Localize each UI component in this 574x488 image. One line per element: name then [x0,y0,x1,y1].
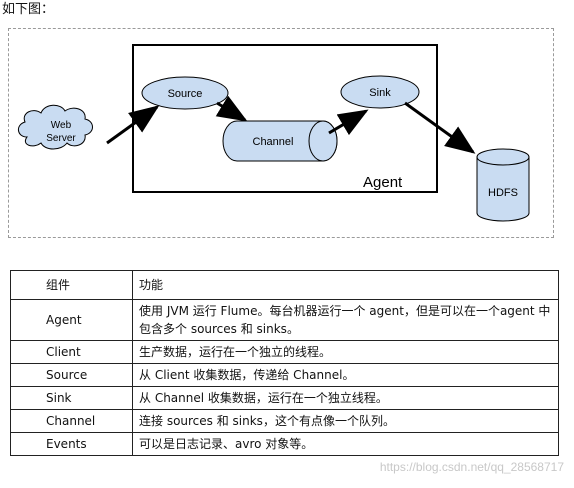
web-server-cloud: Web Server [18,104,93,150]
sink-node: Sink [340,75,420,109]
component-name: Events [10,432,133,456]
component-description: 使用 JVM 运行 Flume。每台机器运行一个 agent，但是可以在一个ag… [132,299,559,341]
table-row: Events 可以是日志记录、avro 对象等。 [10,432,559,456]
table-row: Source 从 Client 收集数据，传递给 Channel。 [10,363,559,387]
web-server-label-line2: Server [46,133,76,144]
diagram-canvas: Agent Web Server Source Channel Sink HDF [18,44,530,222]
component-name: Channel [10,409,133,433]
component-description: 从 Client 收集数据，传递给 Channel。 [132,363,559,387]
channel-node: Channel [222,120,338,162]
component-description: 从 Channel 收集数据，运行在一个独立线程。 [132,386,559,410]
hdfs-node: HDFS [476,148,530,222]
header-function: 功能 [132,270,559,300]
arrow-channel-to-sink [328,109,369,136]
component-description: 生产数据，运行在一个独立的线程。 [132,340,559,364]
component-description: 可以是日志记录、avro 对象等。 [132,432,559,456]
table-row: Agent 使用 JVM 运行 Flume。每台机器运行一个 agent，但是可… [10,299,559,341]
sink-label: Sink [369,87,391,99]
component-description: 连接 sources 和 sinks，这个有点像一个队列。 [132,409,559,433]
arrow-source-to-channel [215,95,248,122]
table-header-row: 组件 功能 [10,270,559,300]
channel-label: Channel [253,136,294,148]
table-row: Channel 连接 sources 和 sinks，这个有点像一个队列。 [10,409,559,433]
agent-box [132,44,438,193]
component-name: Client [10,340,133,364]
components-table: 组件 功能 Agent 使用 JVM 运行 Flume。每台机器运行一个 age… [10,270,559,456]
source-node: Source [141,76,229,110]
arrow-webserver-to-source [106,105,160,145]
component-name: Agent [10,299,133,341]
component-name: Source [10,363,133,387]
watermark: https://blog.csdn.net/qq_28568717 [379,460,564,474]
flume-architecture-diagram: Agent Web Server Source Channel Sink HDF [8,28,554,238]
table-row: Sink 从 Channel 收集数据，运行在一个独立线程。 [10,386,559,410]
arrow-sink-to-hdfs [404,101,476,154]
component-name: Sink [10,386,133,410]
source-label: Source [168,88,203,100]
agent-label: Agent [363,174,403,191]
intro-text: 如下图： [2,2,55,17]
header-component: 组件 [10,270,133,300]
web-server-label-line1: Web [51,120,72,131]
table-row: Client 生产数据，运行在一个独立的线程。 [10,340,559,364]
hdfs-label: HDFS [488,187,518,199]
